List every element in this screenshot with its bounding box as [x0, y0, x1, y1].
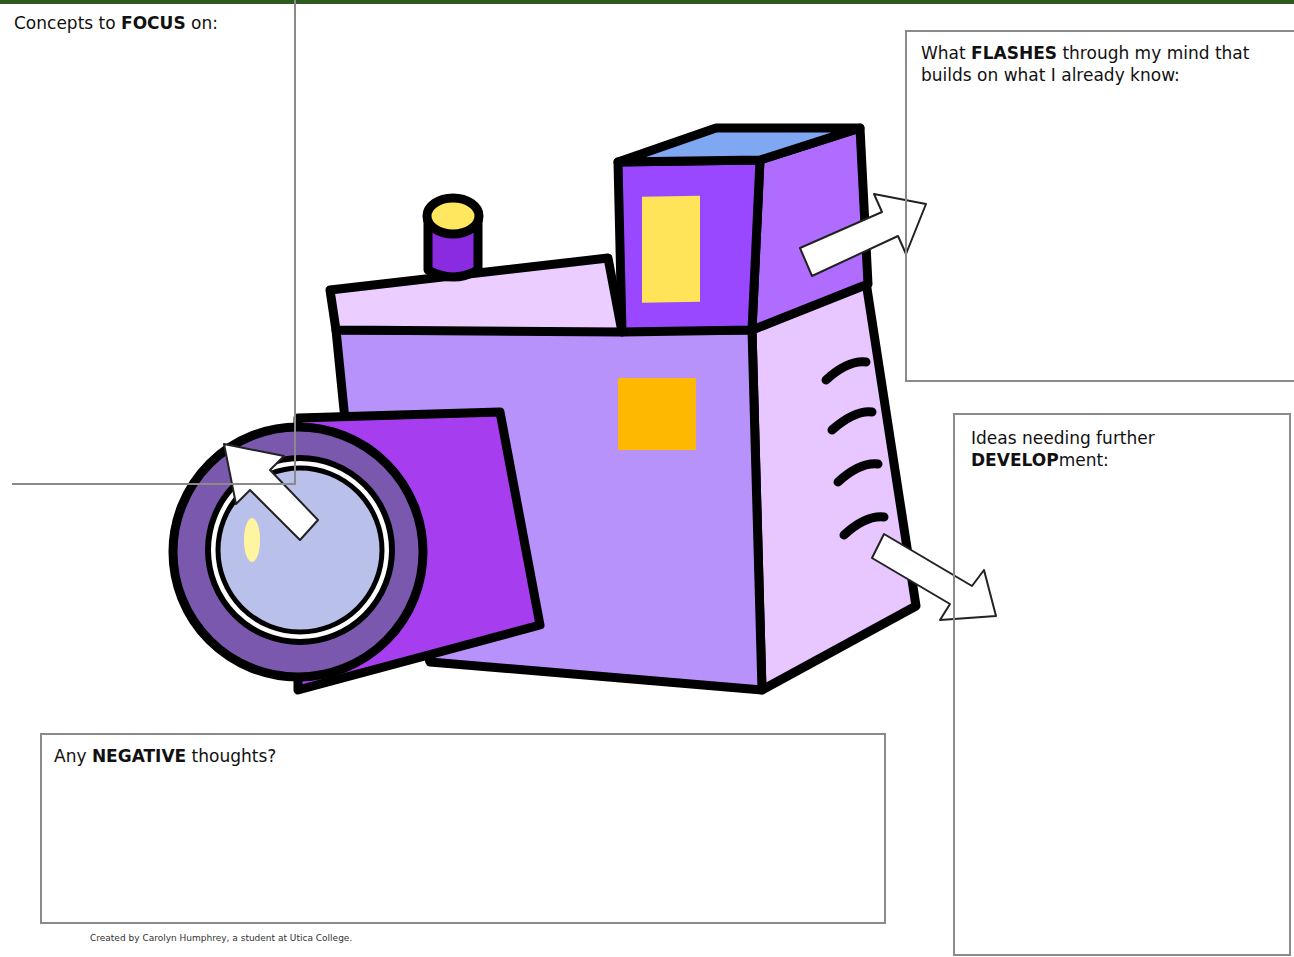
prompt-text: Ideas needing further DEVELOPment: — [971, 427, 1271, 471]
text-box: Ideas needing further DEVELOPment: — [953, 413, 1291, 956]
prompt-text: Any NEGATIVE thoughts? — [54, 745, 854, 767]
text-box: Concepts to FOCUS on: — [12, 0, 296, 485]
prompt-text: Concepts to FOCUS on: — [14, 12, 284, 34]
text-box: Any NEGATIVE thoughts? — [40, 733, 886, 924]
text-box: What FLASHES through my mind that builds… — [905, 30, 1294, 382]
top-bar — [0, 0, 1294, 4]
credit-note: Created by Carolyn Humphrey, a student a… — [90, 933, 352, 943]
prompt-text: What FLASHES through my mind that builds… — [921, 42, 1283, 86]
